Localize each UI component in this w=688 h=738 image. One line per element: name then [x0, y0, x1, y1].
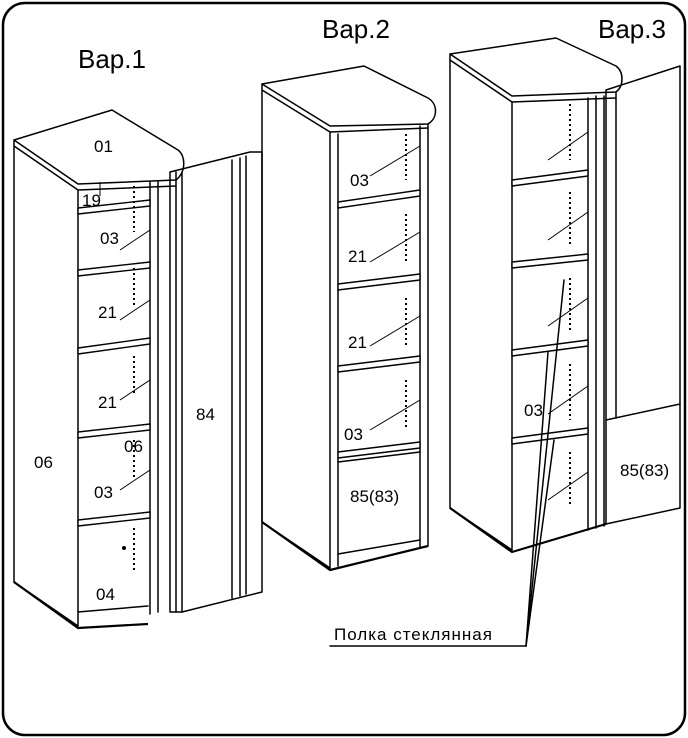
variant-2: Вар.2 03 21 21 03 85(83) [261, 14, 437, 572]
v2-shelf [337, 189, 421, 209]
v3-door [605, 65, 681, 421]
variant-3-title: Вар.3 [598, 14, 666, 44]
v2-left-side [261, 89, 331, 569]
v1-label-small: 19 [82, 191, 101, 210]
glass-shelf-callout: Полка стеклянная [329, 279, 565, 647]
variant-2-title: Вар.2 [322, 14, 390, 44]
v1-label-side-inner: 06 [124, 437, 143, 456]
v1-shelf [77, 261, 151, 277]
v2-top-panel [261, 65, 437, 127]
v1-label-shelf2: 21 [98, 303, 117, 322]
callout-leader-1 [525, 351, 549, 647]
callout-leader-2 [525, 279, 565, 647]
v1-label-base: 04 [96, 585, 115, 604]
v2-label-shelf2: 21 [348, 247, 367, 266]
v2-label-shelf3: 21 [348, 333, 367, 352]
v2-label-shelf1: 03 [350, 171, 369, 190]
v3-label-shelf: 03 [524, 401, 543, 420]
callout-text: Полка стеклянная [334, 625, 493, 644]
v2-label-door: 85(83) [350, 487, 399, 506]
v1-door [169, 151, 263, 613]
v1-label-top: 01 [94, 137, 113, 156]
v1-label-shelf3: 21 [98, 393, 117, 412]
variant-3: Вар.3 03 85(83) [449, 14, 681, 554]
callout-leader-3 [525, 439, 555, 647]
v3-glass-shelf [511, 169, 589, 187]
v1-label-door: 84 [196, 405, 215, 424]
v1-label-shelf1: 03 [100, 229, 119, 248]
v1-label-side: 06 [34, 453, 53, 472]
v3-label-door: 85(83) [620, 461, 669, 480]
v1-left-side [13, 145, 79, 627]
v1-label-shelf4: 03 [94, 483, 113, 502]
variant-1-title: Вар.1 [78, 44, 146, 74]
v2-label-shelf4: 03 [344, 425, 363, 444]
v3-top-panel [449, 37, 623, 97]
v3-left-side [449, 59, 513, 551]
variant-1: Вар.1 [13, 44, 263, 630]
